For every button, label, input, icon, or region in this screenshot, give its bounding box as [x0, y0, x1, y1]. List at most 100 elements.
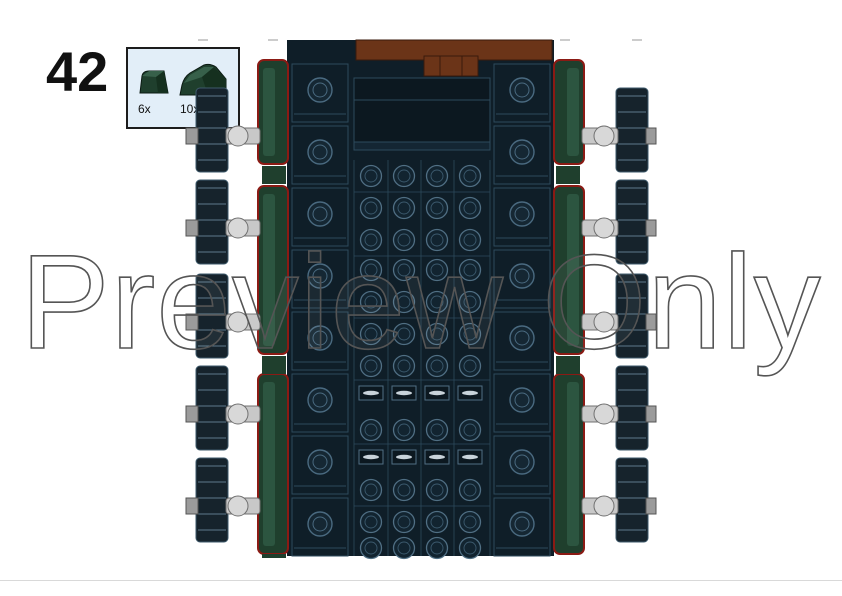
part-quantity-slope-1x1: 6x [138, 102, 151, 116]
round-detail [307, 263, 333, 289]
stud [425, 478, 449, 502]
wheel-right [615, 179, 649, 265]
wheel-left [195, 179, 229, 265]
stud-ring [463, 201, 477, 215]
round-detail [307, 77, 333, 103]
stud-ring [364, 263, 378, 277]
stud-ring [463, 263, 477, 277]
stud-ring [364, 515, 378, 529]
round-detail [307, 449, 333, 475]
stud-ring [397, 169, 411, 183]
round-detail-inner [312, 454, 328, 470]
round-detail-inner [312, 206, 328, 222]
stud-ring [364, 169, 378, 183]
round-detail [307, 511, 333, 537]
stud-ring [463, 169, 477, 183]
wheel-left [195, 457, 229, 543]
hub-cap [645, 313, 657, 331]
slot-highlight [363, 454, 379, 460]
round-detail [509, 263, 535, 289]
hub-cap [185, 497, 199, 515]
stud [425, 322, 449, 346]
slot-highlight [462, 454, 478, 460]
stud-ring [430, 515, 444, 529]
stud-ring [430, 359, 444, 373]
stud [458, 290, 482, 314]
wheel-right [615, 365, 649, 451]
stud [359, 322, 383, 346]
round-detail [307, 201, 333, 227]
stud-ring [397, 483, 411, 497]
hub-cap [185, 219, 199, 237]
stud [392, 228, 416, 252]
stud [359, 510, 383, 534]
stud [359, 418, 383, 442]
round-detail [509, 77, 535, 103]
stud-ring [463, 515, 477, 529]
side-brick [493, 497, 551, 557]
round-detail [307, 325, 333, 351]
round-detail [509, 387, 535, 413]
step-number: 42 [46, 40, 109, 103]
stud [392, 478, 416, 502]
stud [458, 510, 482, 534]
axle-bushing [227, 125, 249, 147]
round-detail-inner [514, 206, 530, 222]
hub-cap [645, 497, 657, 515]
stud [392, 196, 416, 220]
stud [359, 258, 383, 282]
round-detail-inner [514, 144, 530, 160]
brown-tile [423, 55, 479, 77]
hub-cap [645, 219, 657, 237]
round-detail [509, 201, 535, 227]
hub-cap [645, 127, 657, 145]
round-detail [307, 139, 333, 165]
stud-ring [430, 483, 444, 497]
wheel-right [615, 457, 649, 543]
stud-ring [397, 327, 411, 341]
stud [359, 290, 383, 314]
round-detail [509, 449, 535, 475]
stud [392, 536, 416, 560]
round-detail-inner [312, 144, 328, 160]
axle-bushing [593, 403, 615, 425]
green-filler [556, 356, 580, 374]
stud [392, 354, 416, 378]
stud-ring [364, 327, 378, 341]
stud [359, 536, 383, 560]
hub-cap [645, 405, 657, 423]
stud [392, 418, 416, 442]
axle-bushing [593, 311, 615, 333]
hub-cap [185, 405, 199, 423]
round-detail-inner [514, 454, 530, 470]
side-brick [493, 63, 551, 123]
wheel-right [615, 87, 649, 173]
side-brick [291, 187, 349, 247]
wheel-left [195, 365, 229, 451]
slope-shade [263, 382, 275, 546]
stud [392, 290, 416, 314]
stud-ring [430, 233, 444, 247]
axle-bushing [227, 311, 249, 333]
stud [458, 536, 482, 560]
round-detail-inner [312, 516, 328, 532]
slot-highlight [396, 390, 412, 396]
stud [458, 418, 482, 442]
stud [458, 228, 482, 252]
wheel-right [615, 273, 649, 359]
stud-ring [364, 295, 378, 309]
green-filler [556, 166, 580, 184]
slot-highlight [396, 454, 412, 460]
slot-highlight [363, 390, 379, 396]
green-filler [262, 166, 286, 184]
slot-highlight [462, 390, 478, 396]
stud-ring [364, 423, 378, 437]
slot-highlight [429, 454, 445, 460]
stud-ring [364, 483, 378, 497]
stud [458, 258, 482, 282]
stud [425, 196, 449, 220]
stud-ring [430, 263, 444, 277]
slope-1x1-icon [139, 70, 169, 94]
slope-shade [263, 68, 275, 156]
